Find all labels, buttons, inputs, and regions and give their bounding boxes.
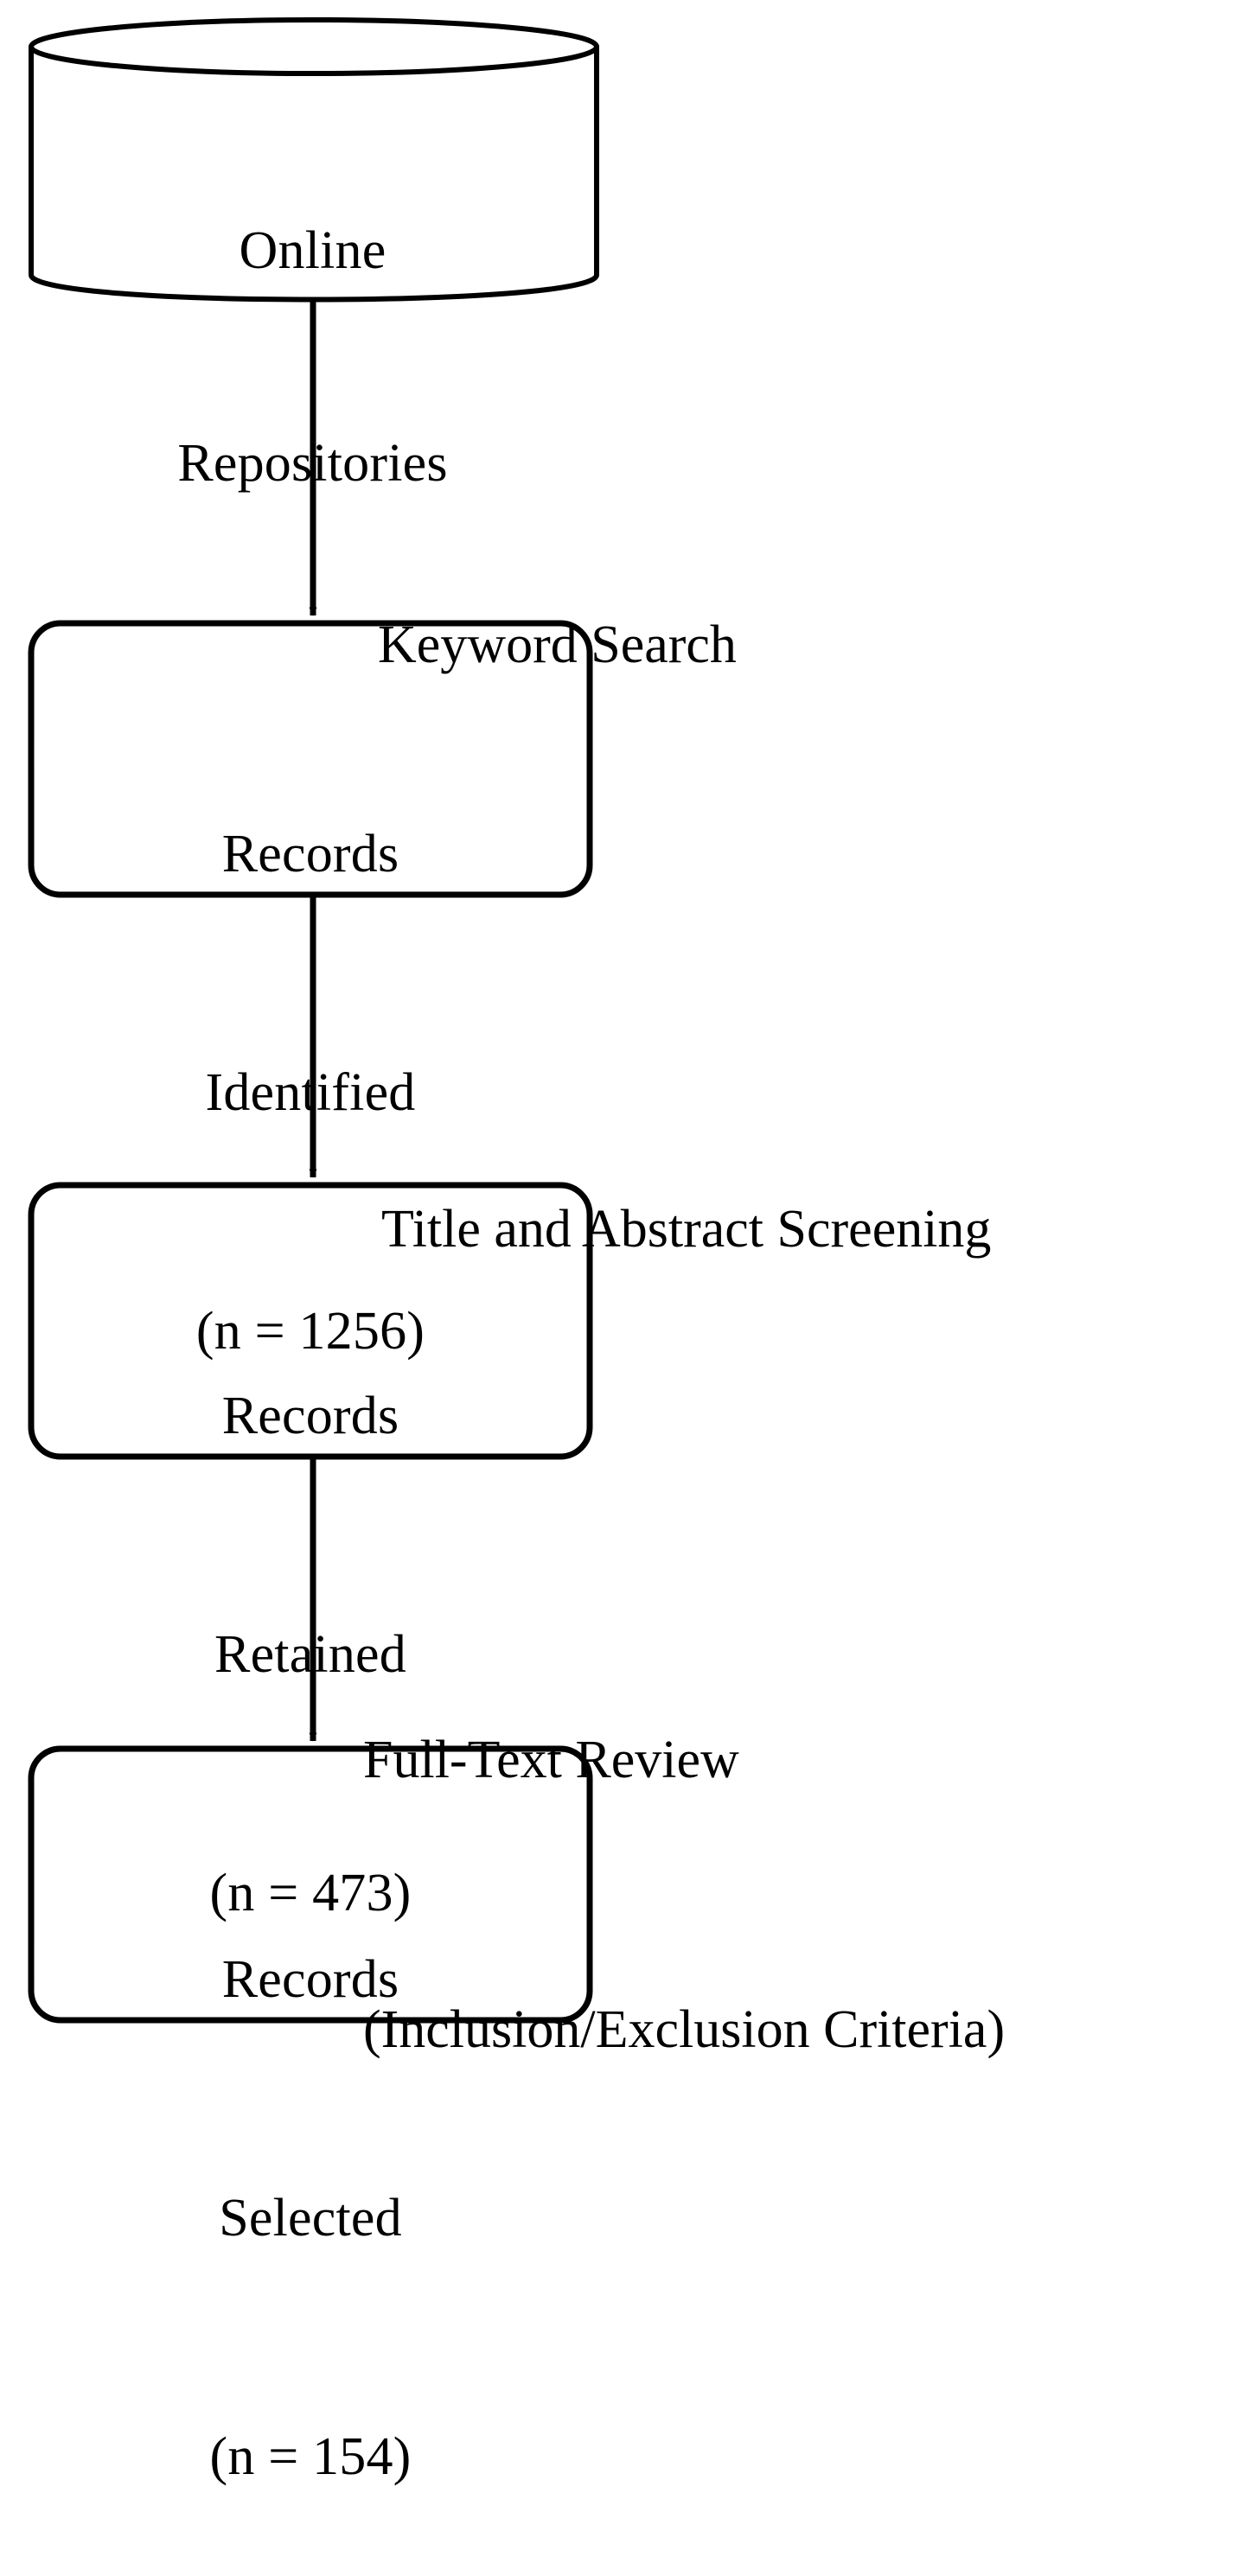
edge-3-line-1: Full-Text Review bbox=[363, 1731, 739, 1789]
cylinder-top-ellipse bbox=[29, 17, 599, 76]
node-source-line-2: Repositories bbox=[177, 434, 448, 493]
node-identified-label: Records Identified (n = 1256) bbox=[29, 655, 592, 1451]
node-retained-box[interactable] bbox=[28, 1182, 593, 1460]
node-selected-line-1: Records bbox=[221, 1950, 399, 2009]
node-identified-line-1: Records bbox=[221, 825, 399, 883]
node-selected-label: Records Selected (n = 154) bbox=[29, 1781, 592, 2576]
cylinder-body bbox=[29, 44, 599, 303]
edge-1-line-1: Keyword Search bbox=[378, 615, 737, 674]
node-retained-count: (n = 473) bbox=[209, 1864, 412, 1922]
node-retained-line-2: Retained bbox=[214, 1625, 406, 1684]
node-source-label: Online Repositories bbox=[29, 73, 597, 570]
node-retained-label: Records Retained (n = 473) bbox=[29, 1217, 592, 2012]
node-selected-count: (n = 154) bbox=[209, 2427, 412, 2486]
edge-label-keyword-search: Keyword Search bbox=[378, 420, 737, 780]
node-retained-line-1: Records bbox=[221, 1387, 399, 1445]
node-identified-count: (n = 1256) bbox=[195, 1302, 425, 1361]
node-identified-box[interactable] bbox=[28, 620, 593, 898]
edge-2-line-1: Title and Abstract Screening bbox=[381, 1200, 992, 1259]
node-identified-line-2: Identified bbox=[205, 1063, 416, 1122]
node-selected-line-2: Selected bbox=[219, 2189, 402, 2248]
flowchart-canvas bbox=[28, 17, 599, 2024]
node-source-cylinder[interactable] bbox=[29, 17, 599, 303]
node-source-line-1: Online bbox=[239, 221, 387, 280]
edge-label-title-abstract-screening: Title and Abstract Screening bbox=[381, 1004, 991, 1364]
node-selected-box[interactable] bbox=[28, 1745, 593, 2024]
